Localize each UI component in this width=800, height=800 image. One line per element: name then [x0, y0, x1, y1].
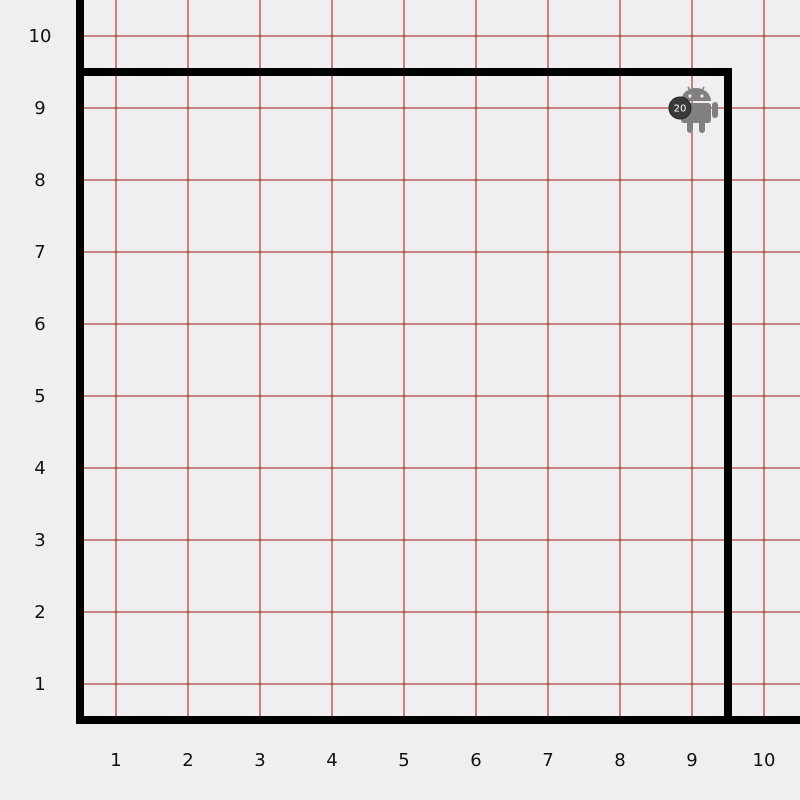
grid-lines — [80, 0, 800, 720]
x-tick-label: 5 — [398, 750, 409, 771]
robot[interactable]: 20 — [668, 86, 718, 133]
y-tick-label: 7 — [34, 242, 45, 263]
y-tick-label: 3 — [34, 530, 45, 551]
y-axis-labels: 1 2 3 4 5 6 7 8 9 10 — [29, 26, 52, 695]
y-tick-label: 5 — [34, 386, 45, 407]
x-tick-label: 7 — [542, 750, 553, 771]
x-tick-label: 9 — [686, 750, 697, 771]
x-tick-label: 10 — [753, 750, 776, 771]
beeper-badge: 20 — [668, 96, 692, 120]
y-tick-label: 10 — [29, 26, 52, 47]
x-tick-label: 2 — [182, 750, 193, 771]
x-tick-label: 3 — [254, 750, 265, 771]
y-tick-label: 1 — [34, 674, 45, 695]
y-tick-label: 4 — [34, 458, 45, 479]
x-tick-label: 1 — [110, 750, 121, 771]
walls — [76, 0, 800, 724]
y-tick-label: 6 — [34, 314, 45, 335]
y-tick-label: 9 — [34, 98, 45, 119]
y-tick-label: 2 — [34, 602, 45, 623]
beeper-count: 20 — [674, 104, 687, 115]
x-tick-label: 6 — [470, 750, 481, 771]
x-tick-label: 4 — [326, 750, 337, 771]
y-tick-label: 8 — [34, 170, 45, 191]
android-robot-icon — [674, 86, 718, 133]
x-axis-labels: 1 2 3 4 5 6 7 8 9 10 — [110, 750, 775, 771]
x-tick-label: 8 — [614, 750, 625, 771]
